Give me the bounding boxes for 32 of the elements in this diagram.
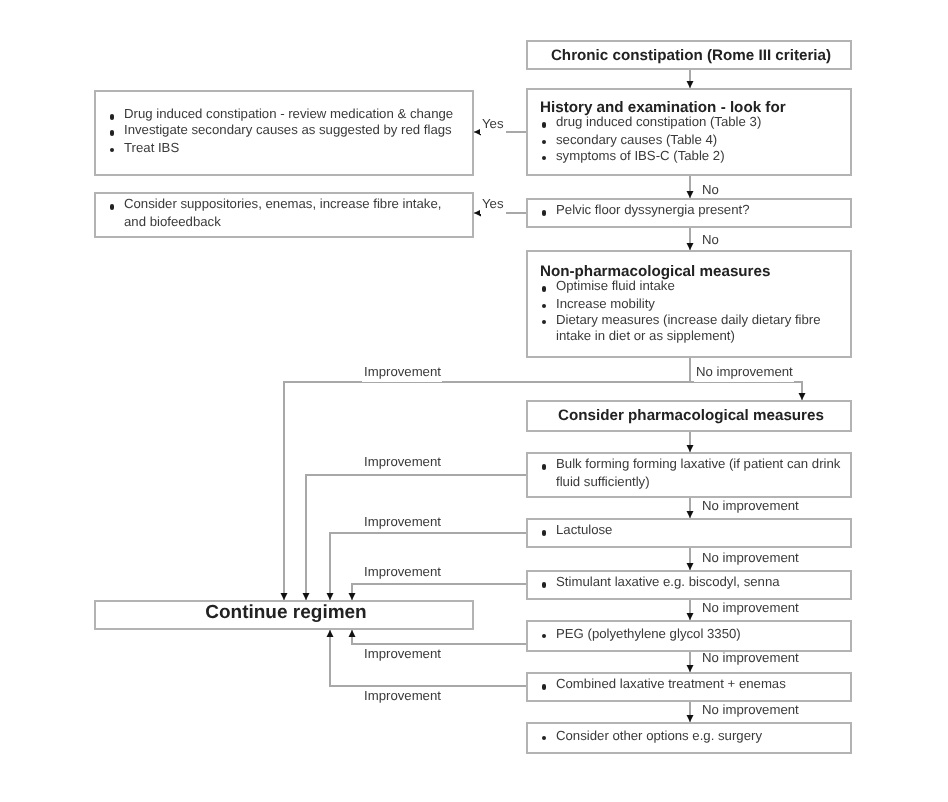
process-box bbox=[526, 40, 852, 70]
arrow bbox=[686, 69, 694, 89]
process-box bbox=[526, 88, 852, 176]
arrow bbox=[686, 175, 694, 199]
process-box bbox=[526, 722, 852, 754]
process-box bbox=[94, 90, 474, 176]
arrow bbox=[326, 629, 527, 687]
arrow bbox=[326, 532, 527, 601]
process-box bbox=[526, 452, 852, 498]
process-box bbox=[94, 192, 474, 238]
process-box bbox=[526, 570, 852, 600]
arrow bbox=[348, 583, 527, 601]
arrow bbox=[686, 701, 694, 723]
end-box bbox=[94, 600, 474, 630]
arrow bbox=[280, 357, 691, 601]
process-box bbox=[526, 672, 852, 702]
box-heading: Continue regimen bbox=[205, 606, 367, 624]
arrow bbox=[686, 599, 694, 621]
arrow bbox=[686, 227, 694, 251]
process-box bbox=[526, 518, 852, 548]
arrow bbox=[686, 547, 694, 571]
arrow bbox=[686, 651, 694, 673]
process-box bbox=[526, 620, 852, 652]
arrow bbox=[686, 431, 694, 453]
arrow bbox=[302, 474, 527, 601]
arrow bbox=[473, 128, 527, 136]
process-box bbox=[526, 400, 852, 432]
process-box bbox=[526, 250, 852, 358]
arrow bbox=[348, 629, 527, 645]
arrow bbox=[686, 497, 694, 519]
process-box bbox=[526, 198, 852, 228]
arrow bbox=[473, 209, 527, 217]
